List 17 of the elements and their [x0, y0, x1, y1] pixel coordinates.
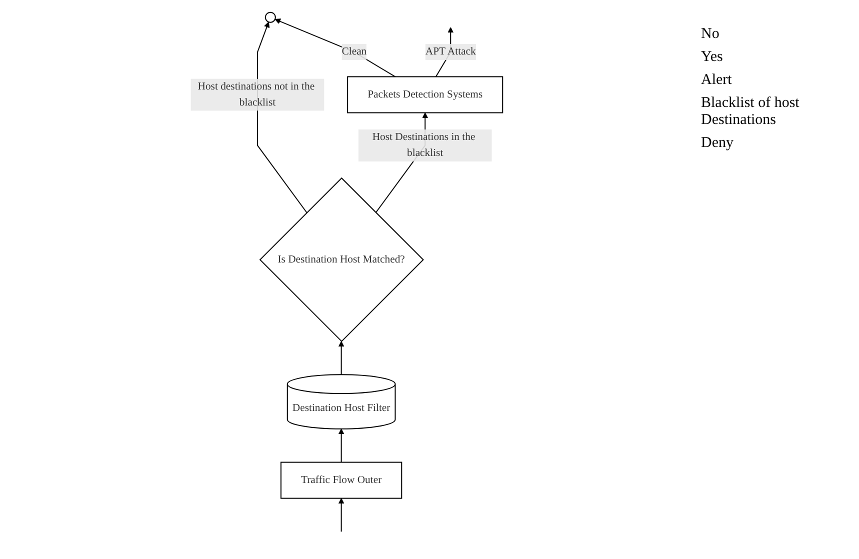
edge-label: Host destinations not in the blacklist: [198, 80, 314, 108]
arrow: [338, 428, 344, 463]
arrow: [338, 498, 344, 532]
edge-label: APT Attack: [425, 46, 476, 58]
note-label: Blacklist of host Destinations: [701, 95, 800, 129]
note-label: No: [701, 26, 720, 43]
note-label: Deny: [701, 135, 734, 152]
node-circle: [264, 12, 276, 23]
edge-label: Host Destinations in the blacklist: [372, 131, 475, 159]
note-label: Alert: [701, 72, 733, 89]
edge-label: Clean: [342, 46, 366, 58]
node-diamond: Is Destination Host Matched?: [259, 177, 424, 342]
arrow: [338, 341, 344, 376]
node-box: Traffic Flow Outer: [280, 462, 402, 499]
note-label: Yes: [701, 49, 724, 66]
arrow: [274, 18, 396, 78]
node-box: Packets Detection Systems: [346, 76, 503, 114]
